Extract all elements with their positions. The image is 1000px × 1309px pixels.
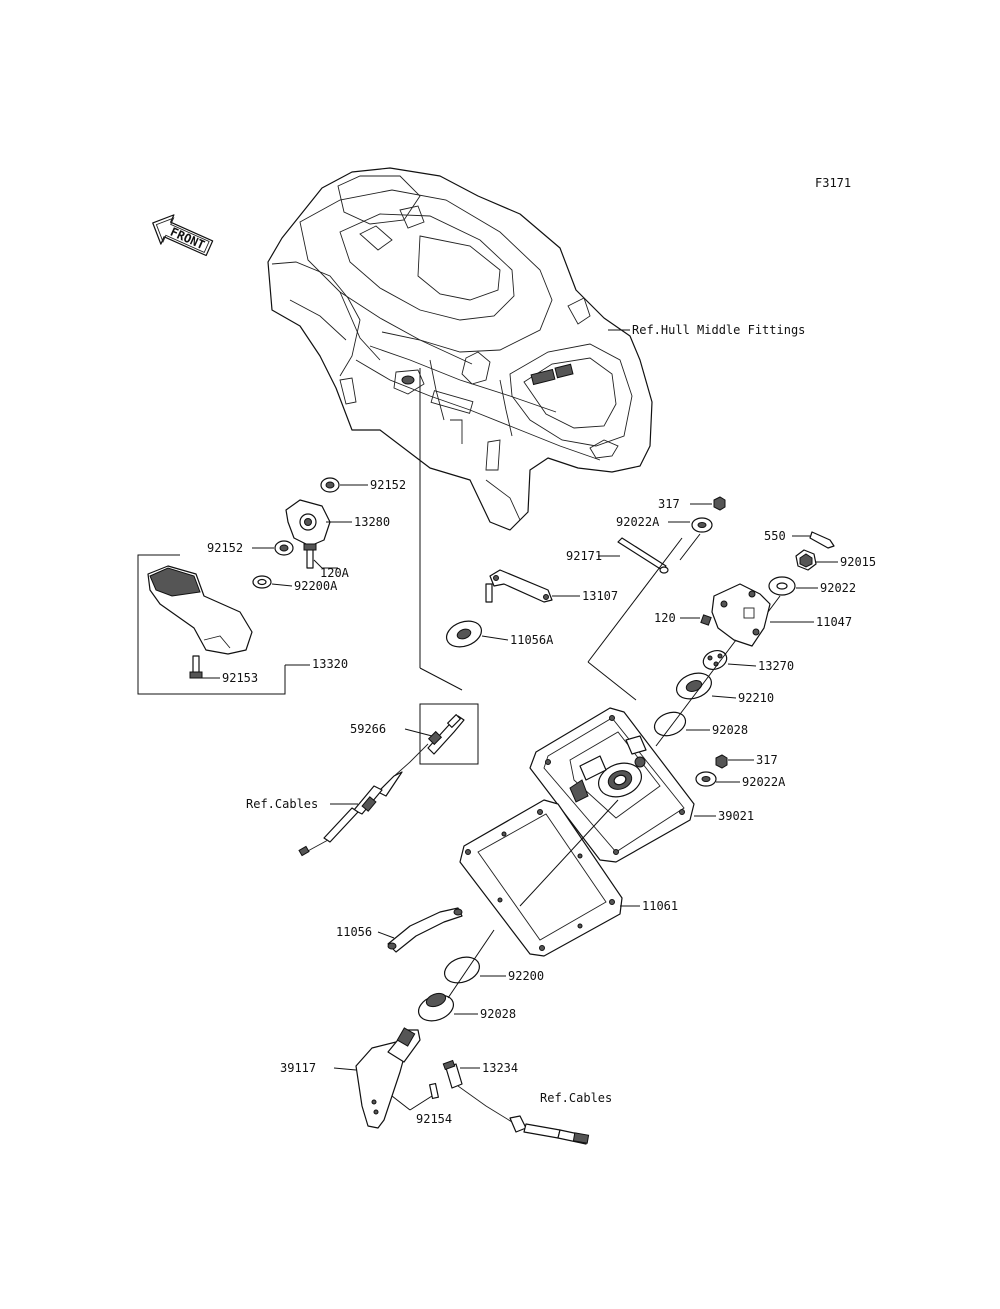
nut-317-top — [713, 496, 726, 511]
label-39021: 39021 — [718, 809, 754, 823]
rod-92171 — [617, 537, 669, 574]
label-92028-bottom: 92028 — [480, 1007, 516, 1021]
link-11056 — [387, 907, 463, 953]
label-13234: 13234 — [482, 1061, 518, 1075]
label-92015: 92015 — [840, 555, 876, 569]
cotter-pin-550 — [809, 531, 835, 549]
cable-ref-top — [298, 743, 429, 857]
bushing-92028-bottom — [417, 992, 455, 1022]
label-ref-cables-bottom: Ref.Cables — [540, 1091, 612, 1105]
label-92022: 92022 — [820, 581, 856, 595]
label-92152-top: 92152 — [370, 478, 406, 492]
label-92171: 92171 — [566, 549, 602, 563]
label-120: 120 — [654, 611, 676, 625]
fitting-13234 — [442, 1059, 463, 1089]
label-92200: 92200 — [508, 969, 544, 983]
nut-317-mid — [715, 754, 728, 769]
label-11056: 11056 — [336, 925, 372, 939]
hull-middle-fittings — [267, 167, 653, 531]
bolt-92154 — [429, 1082, 439, 1100]
base-plate-39021 — [529, 707, 695, 863]
washer-92200 — [443, 956, 481, 984]
lever-13107 — [485, 569, 553, 603]
washer-92022A-top — [691, 517, 713, 533]
box-13320 — [137, 554, 286, 695]
label-ref-hull-middle-fittings: Ref.Hull Middle Fittings — [632, 323, 805, 337]
label-59266: 59266 — [350, 722, 386, 736]
box-59266 — [419, 703, 479, 765]
label-11047: 11047 — [816, 615, 852, 629]
front-arrow-label: FRONT — [168, 225, 207, 252]
screw-120A — [303, 543, 317, 569]
label-92154: 92154 — [416, 1112, 452, 1126]
bracket-11047 — [711, 583, 771, 647]
washer-92022A-mid — [695, 771, 717, 787]
label-11061: 11061 — [642, 899, 678, 913]
washer-92200A — [252, 575, 272, 589]
label-92152-left: 92152 — [207, 541, 243, 555]
label-92210: 92210 — [738, 691, 774, 705]
label-92153: 92153 — [222, 671, 258, 685]
label-92200A: 92200A — [294, 579, 338, 593]
label-13270: 13270 — [758, 659, 794, 673]
washer-92028-top — [653, 711, 687, 737]
label-13107: 13107 — [582, 589, 618, 603]
label-ref-cables-top: Ref.Cables — [246, 797, 318, 811]
bracket-13280 — [285, 499, 331, 547]
figure-code: F3171 — [815, 176, 851, 190]
plate-11056A — [445, 620, 483, 648]
label-120A: 120A — [320, 566, 350, 580]
lever-arm-39117 — [355, 1027, 421, 1129]
label-317-mid: 317 — [756, 753, 778, 767]
grommet-92152-left — [274, 540, 294, 556]
seal-92210 — [675, 672, 713, 700]
screw-120 — [700, 614, 712, 626]
label-92028-top: 92028 — [712, 723, 748, 737]
label-13280: 13280 — [354, 515, 390, 529]
washer-92022 — [768, 576, 796, 596]
label-317-top: 317 — [658, 497, 680, 511]
label-13320: 13320 — [312, 657, 348, 671]
label-92022A-top: 92022A — [616, 515, 660, 529]
cable-ref-bottom — [457, 1085, 590, 1145]
nut-92015 — [795, 549, 817, 571]
front-arrow-icon: FRONT — [152, 214, 214, 257]
label-550: 550 — [764, 529, 786, 543]
label-11056A: 11056A — [510, 633, 554, 647]
hub-13270 — [702, 649, 728, 671]
label-39117: 39117 — [280, 1061, 316, 1075]
grommet-92152-top — [320, 477, 340, 493]
label-92022A-mid: 92022A — [742, 775, 786, 789]
